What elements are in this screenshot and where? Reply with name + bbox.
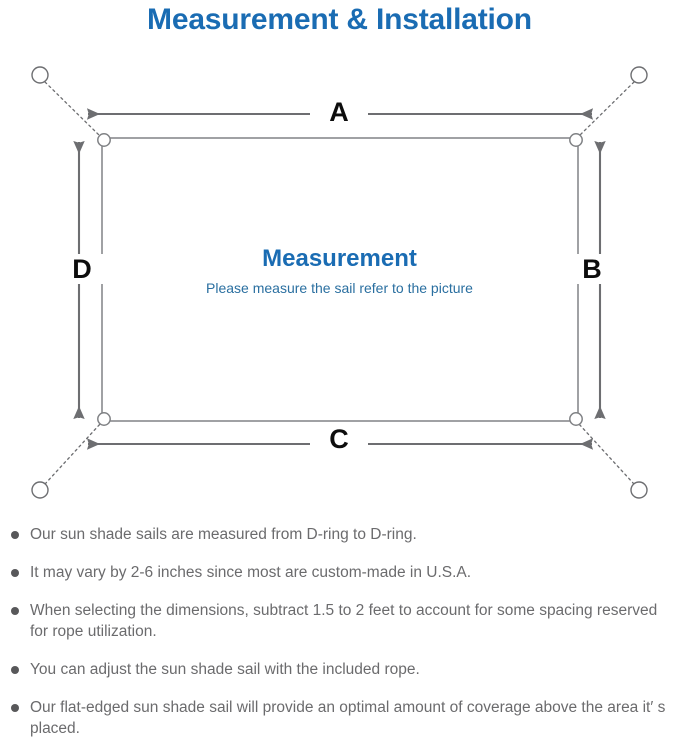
anchor-point-bottom-left [31,481,49,499]
notes-list: Our sun shade sails are measured from D-… [0,524,679,739]
dimension-label-c: C [310,424,368,454]
dimension-label-a: A [310,97,368,127]
dimension-label-b: B [570,254,614,284]
d-ring-top-right [569,133,583,147]
rope-top-left [44,81,102,138]
sail-center-title: Measurement [262,245,417,272]
list-item: When selecting the dimensions, subtract … [0,600,679,642]
d-ring-top-left [97,133,111,147]
list-item: Our flat-edged sun shade sail will provi… [0,697,679,739]
anchor-point-top-right [630,66,648,84]
list-item: You can adjust the sun shade sail with t… [0,659,679,680]
page-title: Measurement & Installation [147,3,532,36]
note-text: Our sun shade sails are measured from D-… [30,526,417,543]
rope-bottom-left [44,422,102,485]
anchor-ropes [44,81,635,485]
bullet-icon [11,666,19,674]
bullet-icon [11,704,19,712]
anchor-points [31,66,648,499]
measurement-diagram: Measurement Please measure the sail refe… [0,52,679,512]
sail-center-subtitle: Please measure the sail refer to the pic… [206,280,473,296]
anchor-point-bottom-right [630,481,648,499]
bullet-icon [11,569,19,577]
anchor-point-top-left [31,66,49,84]
note-text: You can adjust the sun shade sail with t… [30,661,420,678]
note-text: When selecting the dimensions, subtract … [30,602,658,640]
d-ring-bottom-right [569,412,583,426]
bullet-icon [11,607,19,615]
note-text: It may vary by 2-6 inches since most are… [30,564,472,581]
bullet-icon [11,531,19,539]
d-ring-bottom-left [97,412,111,426]
note-text: Our flat-edged sun shade sail will provi… [30,699,666,737]
dimension-label-d: D [60,254,104,284]
rope-top-right [577,81,635,138]
rope-bottom-right [577,422,635,485]
list-item: Our sun shade sails are measured from D-… [0,524,679,545]
d-rings [97,133,583,426]
list-item: It may vary by 2-6 inches since most are… [0,562,679,583]
